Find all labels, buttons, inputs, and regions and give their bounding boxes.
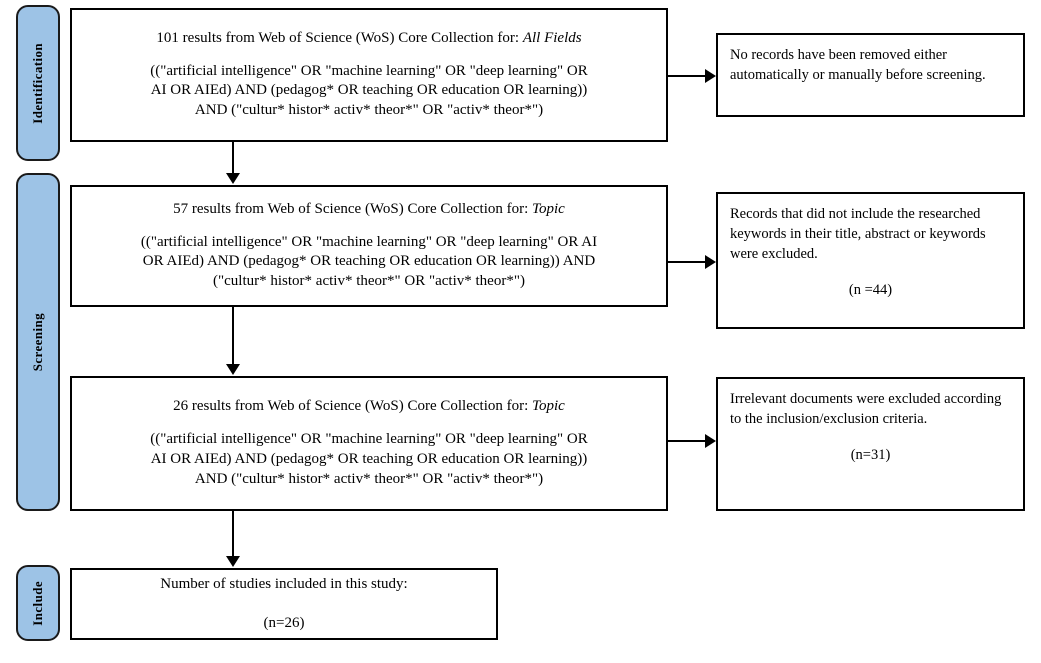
box-screening-topic-headline-prefix: 57 results from Web of Science (WoS) Cor… [173,200,529,217]
query-line: (("artificial intelligence" OR "machine … [140,233,598,250]
box-identification-records-scope: All Fields [522,29,582,46]
stage-label-include: Include [30,580,45,626]
box-eligibility-topic-scope: Topic [532,398,565,415]
box-included-studies-title: Number of studies included in this study… [160,576,408,592]
query-line: (("artificial intelligence" OR "machine … [150,62,588,79]
stage-label-screening: Screening [30,312,45,372]
box-eligibility-excluded-irrelevant: Irrelevant documents were excluded accor… [716,377,1025,511]
query-line: ("cultur* histor* activ* theor*" OR "act… [213,273,525,290]
box-eligibility-topic-headline: 26 results from Web of Science (WoS) Cor… [173,397,565,416]
box-eligibility-topic-query: (("artificial intelligence" OR "machine … [150,430,587,489]
stage-pill-identification: Identification [16,5,60,161]
box-screening-topic-headline: 57 results from Web of Science (WoS) Cor… [173,200,565,219]
query-line: AND ("cultur* histor* activ* theor*" OR … [194,470,544,487]
box-identification-records-query: (("artificial intelligence" OR "machine … [150,62,587,121]
box-identification-records-headline: 101 results from Web of Science (WoS) Co… [156,29,581,48]
box-screening-excluded-keywords-text: Records that did not include the researc… [730,206,986,262]
box-identification-records-headline-prefix: 101 results from Web of Science (WoS) Co… [156,29,520,46]
box-included-studies: Number of studies included in this study… [70,568,498,640]
stage-pill-include: Include [16,565,60,641]
box-eligibility-topic-headline-prefix: 26 results from Web of Science (WoS) Cor… [173,398,529,415]
box-screening-excluded-keywords-count: (n =44) [848,282,893,298]
stage-pill-screening: Screening [16,173,60,511]
box-included-studies-count: (n=26) [263,615,305,631]
query-line: (("artificial intelligence" OR "machine … [150,431,588,448]
box-identification-removed-text: No records have been removed either auto… [730,47,986,83]
box-screening-topic-scope: Topic [532,200,565,217]
box-eligibility-excluded-irrelevant-text: Irrelevant documents were excluded accor… [730,391,1002,427]
box-screening-topic: 57 results from Web of Science (WoS) Cor… [70,185,668,307]
box-eligibility-topic: 26 results from Web of Science (WoS) Cor… [70,376,668,511]
query-line: OR AIEd) AND (pedagog* OR teaching OR ed… [142,253,596,270]
query-line: AND ("cultur* histor* activ* theor*" OR … [194,102,544,119]
box-screening-excluded-keywords: Records that did not include the researc… [716,192,1025,329]
box-identification-removed: No records have been removed either auto… [716,33,1025,117]
query-line: AI OR AIEd) AND (pedagog* OR teaching OR… [150,450,588,467]
box-identification-records: 101 results from Web of Science (WoS) Co… [70,8,668,142]
query-line: AI OR AIEd) AND (pedagog* OR teaching OR… [150,82,588,99]
box-eligibility-excluded-irrelevant-count: (n=31) [850,447,891,463]
box-screening-topic-query: (("artificial intelligence" OR "machine … [141,233,597,292]
stage-label-identification: Identification [30,42,45,124]
